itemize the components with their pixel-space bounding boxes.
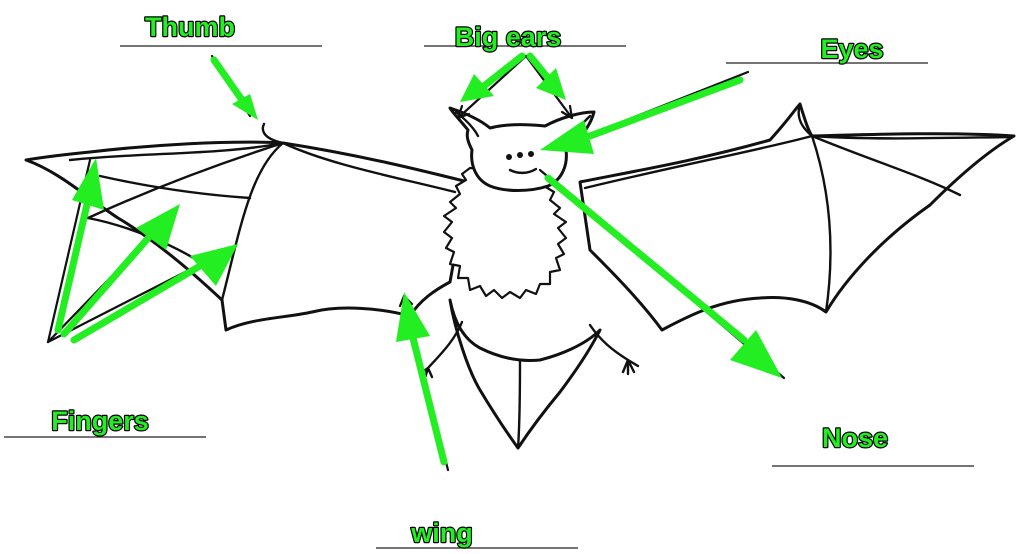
tail-membrane — [450, 300, 600, 448]
big-ears-label: Big ears — [455, 22, 562, 52]
nose-label: Nose — [822, 423, 888, 453]
fingers-label: Fingers — [51, 406, 149, 436]
thumb-label: Thumb — [145, 12, 235, 42]
eyes-label: Eyes — [820, 34, 883, 64]
bat-illustration — [26, 104, 1014, 448]
wing-label: wing — [410, 518, 473, 548]
thumb-arrowhead — [232, 94, 258, 120]
